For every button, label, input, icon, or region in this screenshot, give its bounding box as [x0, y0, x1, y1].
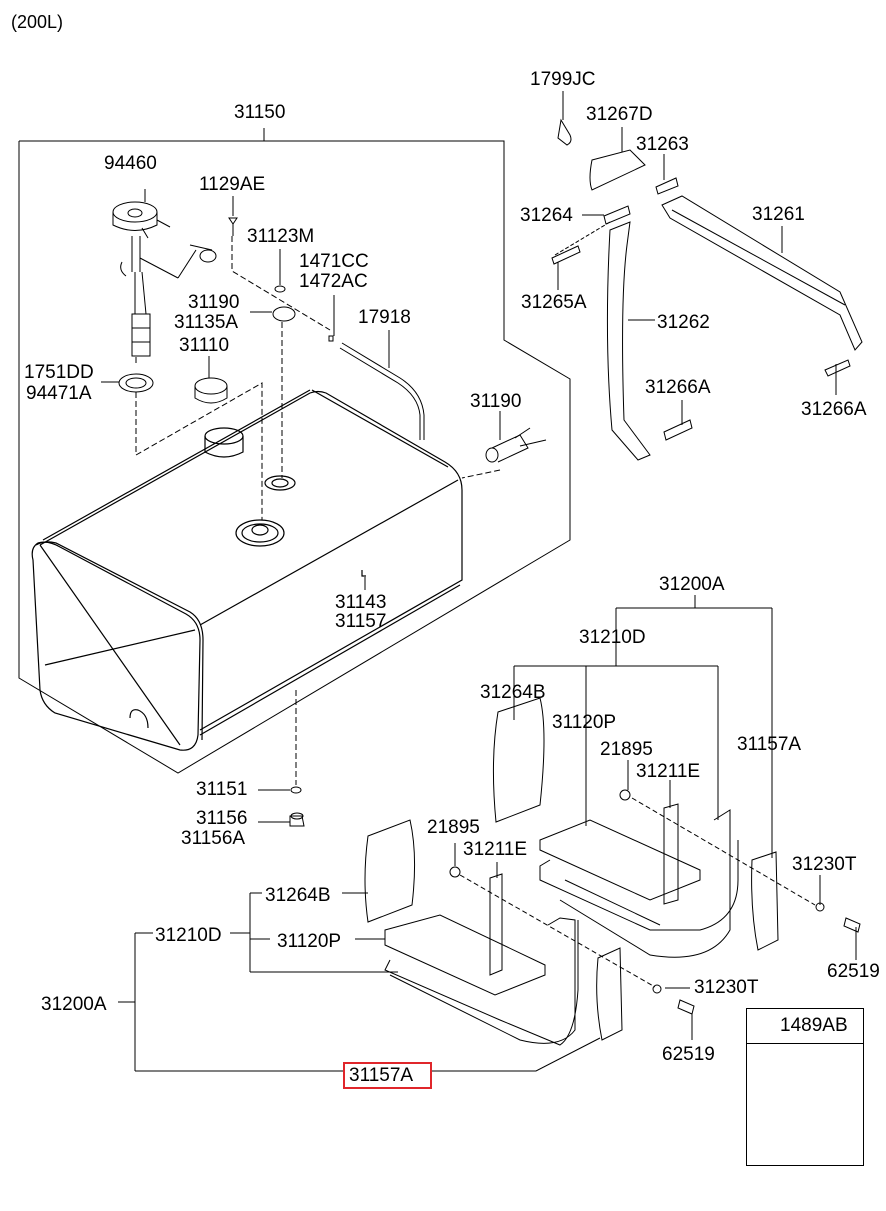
- drain-bolt-31156: [258, 812, 305, 827]
- part-label-31110[interactable]: 31110: [179, 335, 230, 356]
- part-label-21895-left[interactable]: 21895: [427, 817, 480, 838]
- drain-plug-31151: [258, 786, 302, 794]
- valve-31190: [250, 306, 296, 322]
- part-label-31267D[interactable]: 31267D: [586, 104, 653, 125]
- part-label-31200A-right[interactable]: 31200A: [659, 574, 725, 595]
- part-label-31261[interactable]: 31261: [752, 204, 805, 225]
- part-label-31157A-highlighted[interactable]: 31157A: [349, 1065, 414, 1086]
- fuel-sender-unit: [112, 189, 217, 357]
- fuel-tank: [31, 389, 463, 751]
- highlighted-part-box[interactable]: 31157A: [343, 1062, 432, 1089]
- right-step: [492, 697, 861, 958]
- part-label-17918[interactable]: 17918: [358, 307, 411, 328]
- fuel-cap: [194, 356, 228, 404]
- part-label-31230T-right[interactable]: 31230T: [792, 854, 857, 875]
- part-label-31230T-left[interactable]: 31230T: [694, 977, 759, 998]
- part-label-31120P-left[interactable]: 31120P: [277, 931, 342, 952]
- part-label-62519-right[interactable]: 62519: [827, 961, 880, 982]
- part-label-31211E-left[interactable]: 31211E: [463, 839, 528, 860]
- part-label-1489AB[interactable]: 1489AB: [780, 1015, 848, 1036]
- part-label-62519-left[interactable]: 62519: [662, 1044, 715, 1065]
- part-label-31266A-upper[interactable]: 31266A: [645, 377, 711, 398]
- part-label-31265A[interactable]: 31265A: [521, 292, 587, 313]
- part-label-31120P-right[interactable]: 31120P: [552, 712, 617, 733]
- part-label-31157[interactable]: 31157: [335, 611, 387, 632]
- tank-assembly-outline: [18, 128, 571, 774]
- part-label-1471CC[interactable]: 1471CC: [299, 251, 369, 272]
- part-label-31150[interactable]: 31150: [234, 102, 286, 123]
- part-label-31263[interactable]: 31263: [636, 134, 689, 155]
- part-label-94460[interactable]: 94460: [104, 153, 157, 174]
- part-label-31156A[interactable]: 31156A: [181, 828, 246, 849]
- part-label-31210D-left[interactable]: 31210D: [155, 925, 222, 946]
- screw-1129AE: [228, 196, 238, 236]
- part-label-31264B-right[interactable]: 31264B: [480, 682, 546, 703]
- part-label-31190-valve[interactable]: 31190: [470, 391, 522, 412]
- inset-header: 1489AB: [747, 1009, 863, 1044]
- part-label-31264B-left[interactable]: 31264B: [265, 885, 331, 906]
- part-label-31143[interactable]: 31143: [335, 592, 387, 613]
- part-label-31123M[interactable]: 31123M: [247, 226, 315, 247]
- part-label-1472AC[interactable]: 1472AC: [299, 271, 368, 292]
- left-step-tree: [118, 892, 601, 1072]
- inset-box-1489AB: 1489AB: [746, 1008, 864, 1166]
- hose-17918: [339, 330, 425, 440]
- valve-31190-side: [485, 411, 547, 463]
- part-label-31135A[interactable]: 31135A: [174, 312, 239, 333]
- part-label-21895-right[interactable]: 21895: [600, 739, 653, 760]
- sender-dash-leaders: [135, 236, 501, 785]
- part-label-31156[interactable]: 31156: [196, 808, 248, 829]
- strap-parts: [551, 91, 863, 461]
- part-label-31264[interactable]: 31264: [520, 205, 573, 226]
- clip-1471CC: [328, 295, 335, 342]
- part-label-1799JC[interactable]: 1799JC: [530, 69, 596, 90]
- part-label-1129AE[interactable]: 1129AE: [199, 174, 266, 195]
- variant-label: (200L): [11, 12, 64, 32]
- part-label-31211E-right[interactable]: 31211E: [636, 761, 701, 782]
- part-label-31210D-right[interactable]: 31210D: [579, 627, 646, 648]
- washer-31123M: [274, 249, 286, 293]
- part-label-1751DD[interactable]: 1751DD: [24, 362, 94, 383]
- part-label-31200A-left[interactable]: 31200A: [41, 994, 107, 1015]
- left-step: [364, 819, 695, 1046]
- part-label-31151[interactable]: 31151: [196, 779, 248, 800]
- part-label-31157A-right[interactable]: 31157A: [737, 734, 802, 755]
- part-label-31190[interactable]: 31190: [188, 292, 240, 313]
- part-label-94471A[interactable]: 94471A: [26, 383, 92, 404]
- gasket-ring: [101, 373, 154, 393]
- part-label-31266A-right[interactable]: 31266A: [801, 399, 867, 420]
- right-step-tree: [513, 595, 857, 960]
- part-label-31262[interactable]: 31262: [657, 312, 710, 333]
